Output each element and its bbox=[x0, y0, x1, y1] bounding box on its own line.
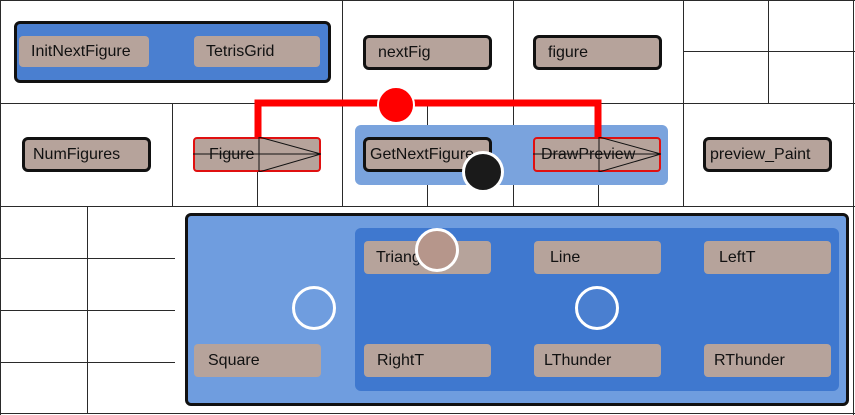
init-next-figure-node[interactable]: InitNextFigure bbox=[19, 36, 149, 67]
brown-marker[interactable] bbox=[415, 228, 459, 272]
right-t-node[interactable]: RightT bbox=[364, 344, 491, 377]
grid-line bbox=[683, 0, 684, 206]
r-thunder-node[interactable]: RThunder bbox=[704, 344, 831, 377]
black-marker[interactable] bbox=[462, 151, 504, 193]
l-thunder-node[interactable]: LThunder bbox=[534, 344, 661, 377]
num-figures-node[interactable]: NumFigures bbox=[22, 137, 151, 172]
arrow-shape bbox=[193, 137, 321, 172]
grid-line bbox=[768, 0, 769, 103]
connector-line bbox=[254, 99, 602, 140]
blue-marker[interactable] bbox=[575, 286, 619, 330]
square-node[interactable]: Square bbox=[194, 344, 321, 377]
next-fig-node[interactable]: nextFig bbox=[363, 35, 492, 70]
grid-line bbox=[172, 103, 173, 206]
figure-node[interactable]: figure bbox=[533, 35, 662, 70]
grid-line bbox=[0, 0, 1, 415]
grid-line bbox=[0, 0, 855, 1]
line-node[interactable]: Line bbox=[534, 241, 661, 274]
tetris-grid-node[interactable]: TetrisGrid bbox=[194, 36, 320, 67]
left-t-node[interactable]: LeftT bbox=[704, 241, 831, 274]
grid-line bbox=[0, 413, 855, 414]
grid-line bbox=[853, 0, 854, 415]
grid-line bbox=[0, 206, 855, 207]
arrow-shape bbox=[533, 137, 661, 172]
preview-paint-node[interactable]: preview_Paint bbox=[703, 137, 832, 172]
connector-joint-marker[interactable] bbox=[377, 86, 415, 124]
grid-line bbox=[87, 206, 88, 414]
light-blue-marker[interactable] bbox=[292, 286, 336, 330]
grid-line bbox=[683, 51, 855, 52]
